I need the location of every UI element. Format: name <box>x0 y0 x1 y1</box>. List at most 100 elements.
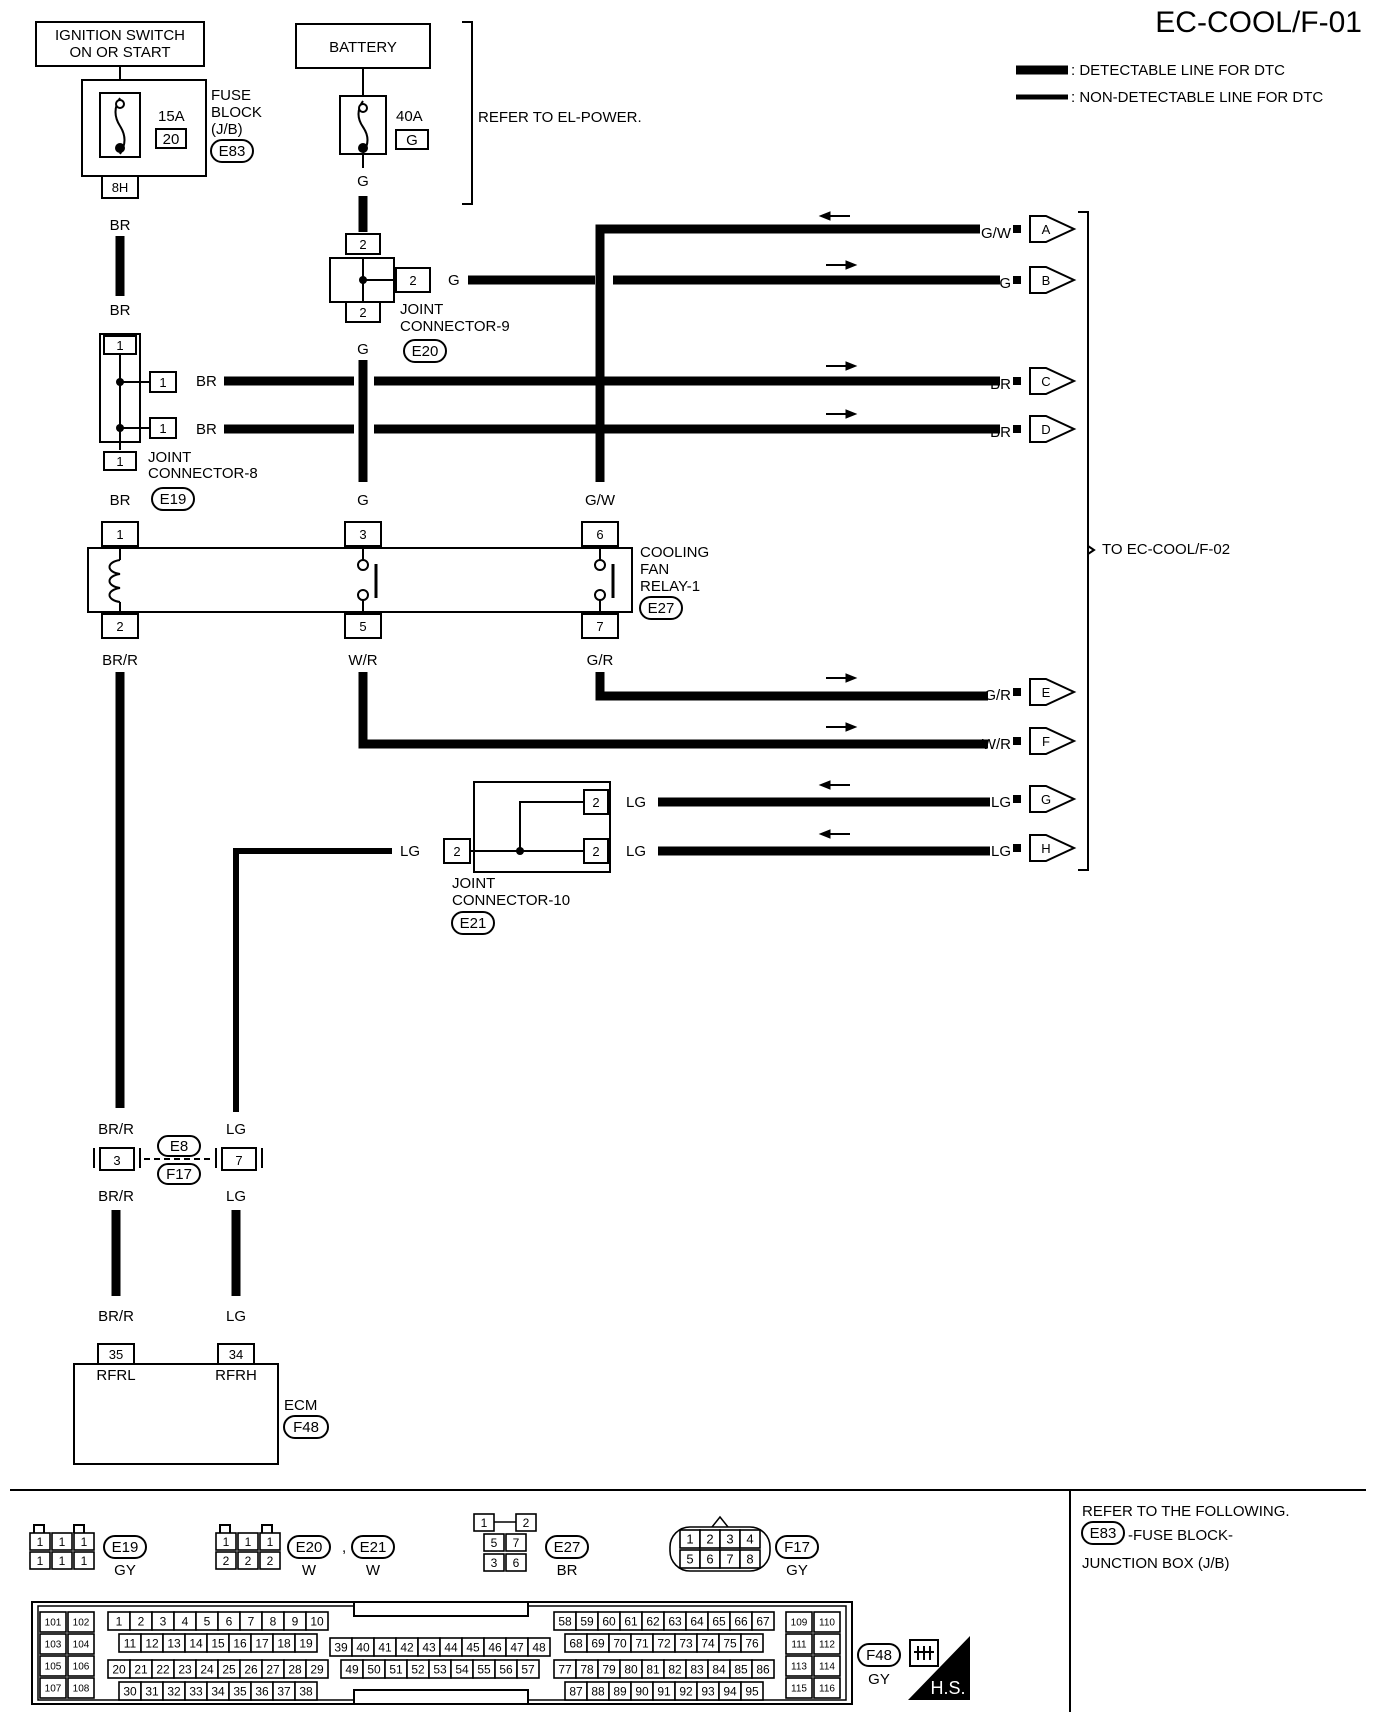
connector-pin-number: 51 <box>389 1662 403 1676</box>
battery-box <box>295 23 431 69</box>
connector-pin-number: 112 <box>819 1640 835 1651</box>
connector-pin-number: 8 <box>270 1614 277 1628</box>
connector-pin-number: 11 <box>124 1636 137 1650</box>
connector-pin-number: 33 <box>189 1684 203 1698</box>
connector-pin-number: 7 <box>248 1614 255 1628</box>
connector-pin-number: 111 <box>791 1640 807 1651</box>
connector-pin-number: 12 <box>145 1636 159 1650</box>
connector-pin-number: 7 <box>513 1536 520 1550</box>
connector-pin-number: 69 <box>591 1636 605 1650</box>
svg-text:2: 2 <box>453 844 460 859</box>
connector-pin-number: 105 <box>45 1662 62 1673</box>
connector-pin-number: 37 <box>277 1684 291 1698</box>
wire-lg-g-left: LG <box>626 794 646 811</box>
connector-pin-number: 113 <box>791 1662 807 1673</box>
connector-pin <box>294 1681 318 1701</box>
connector-f17-code: F17 <box>784 1539 810 1556</box>
connector-pin-number: 35 <box>233 1684 247 1698</box>
connector-pin <box>813 1633 841 1655</box>
joint-connector-10-label-1: JOINT <box>452 875 495 892</box>
connector-pin-number: 1 <box>81 1535 88 1549</box>
connector-pin-number: 1 <box>116 1614 123 1628</box>
wire-br-c-left: BR <box>196 373 217 390</box>
terminal-h: LG H <box>991 834 1077 862</box>
svg-text:7: 7 <box>235 1153 242 1168</box>
joint-connector-10-code: E21 <box>460 915 487 932</box>
svg-text:B: B <box>1042 273 1051 288</box>
connector-pin <box>305 1611 329 1631</box>
flow-arrows <box>818 211 858 839</box>
connector-pin-number: 80 <box>624 1662 638 1676</box>
connector-pin-number: 29 <box>310 1662 324 1676</box>
joint-connector-8-label-1: JOINT <box>148 449 191 466</box>
svg-text:34: 34 <box>229 1347 243 1362</box>
joint-connector-9-label-1: JOINT <box>400 301 443 318</box>
svg-text:LG: LG <box>991 843 1011 860</box>
connector-pin-number: 15 <box>211 1636 225 1650</box>
connector-pin-number: 85 <box>734 1662 748 1676</box>
battery-fuse-amp: 40A <box>396 108 423 125</box>
to-next-page-label: TO EC-COOL/F-02 <box>1102 541 1230 558</box>
terminal-b: G B <box>999 266 1077 294</box>
connector-pin-number: 106 <box>73 1662 90 1673</box>
wire-g-relay: G <box>357 492 369 509</box>
harness-side-badge: H.S. <box>908 1636 970 1700</box>
connector-f17-color: GY <box>786 1562 808 1579</box>
svg-text:2: 2 <box>592 795 599 810</box>
connector-pin-number: 42 <box>400 1640 414 1654</box>
connector-pin <box>215 1551 237 1570</box>
refer-power-label: REFER TO EL-POWER. <box>478 109 642 126</box>
wire-brr-3: BR/R <box>98 1188 134 1205</box>
ecm-label: ECM <box>284 1397 317 1414</box>
connector-pin-number: 109 <box>791 1618 808 1629</box>
connector-pin-number: 4 <box>746 1532 753 1547</box>
connector-pin <box>67 1633 95 1655</box>
joint-connector-9-label-2: CONNECTOR-9 <box>400 318 510 335</box>
connector-pin <box>740 1681 764 1701</box>
legend-non-detectable-label: : NON-DETECTABLE LINE FOR DTC <box>1071 89 1323 106</box>
connector-e20-color: W <box>302 1562 317 1579</box>
fuse-block-code: E83 <box>219 143 246 160</box>
connector-pin-number: 75 <box>723 1636 737 1650</box>
connector-pin-number: 70 <box>613 1636 627 1650</box>
connector-pin-number: 16 <box>233 1636 247 1650</box>
ecm-terminal-35-name: RFRL <box>96 1367 135 1384</box>
connector-pin-number: 1 <box>81 1554 88 1568</box>
connector-pin <box>785 1677 813 1699</box>
connector-pin <box>73 1532 95 1551</box>
cooling-fan-relay-1 <box>87 547 633 613</box>
connector-pin-number: 57 <box>521 1662 535 1676</box>
connector-pin-number: 68 <box>569 1636 583 1650</box>
connector-e21-color: W <box>366 1562 381 1579</box>
connector-e19-code: E19 <box>112 1539 139 1556</box>
connector-pin-number: 10 <box>310 1614 324 1628</box>
connector-pin-number: 32 <box>167 1684 181 1698</box>
svg-text:6: 6 <box>596 527 603 542</box>
connector-pin <box>516 1659 540 1679</box>
relay-label-1: COOLING <box>640 544 709 561</box>
connector-pin-number: 89 <box>613 1684 627 1698</box>
ignition-switch-label-2: ON OR START <box>69 44 170 61</box>
joint-connector-8-label-2: CONNECTOR-8 <box>148 465 258 482</box>
connector-pin <box>505 1553 527 1572</box>
connector-pin <box>67 1611 95 1633</box>
svg-text:1: 1 <box>159 421 166 436</box>
connector-pin <box>259 1532 281 1551</box>
connector-pin-number: 66 <box>734 1614 748 1628</box>
svg-text:D: D <box>1041 422 1050 437</box>
connector-pin-number: 73 <box>679 1636 693 1650</box>
connector-pin-number: 7 <box>726 1552 733 1567</box>
connector-pin-number: 52 <box>411 1662 425 1676</box>
connector-outline <box>711 1515 729 1528</box>
svg-text:2: 2 <box>359 237 366 252</box>
wire-br-1: BR <box>110 217 131 234</box>
terminal-d: BR D <box>990 415 1077 443</box>
connector-pin <box>29 1551 51 1570</box>
terminal-a: G/W A <box>981 215 1077 243</box>
svg-text:35: 35 <box>109 1347 123 1362</box>
svg-text:2: 2 <box>592 844 599 859</box>
connector-e20-code: E20 <box>296 1539 323 1556</box>
connector-pin <box>39 1611 67 1633</box>
